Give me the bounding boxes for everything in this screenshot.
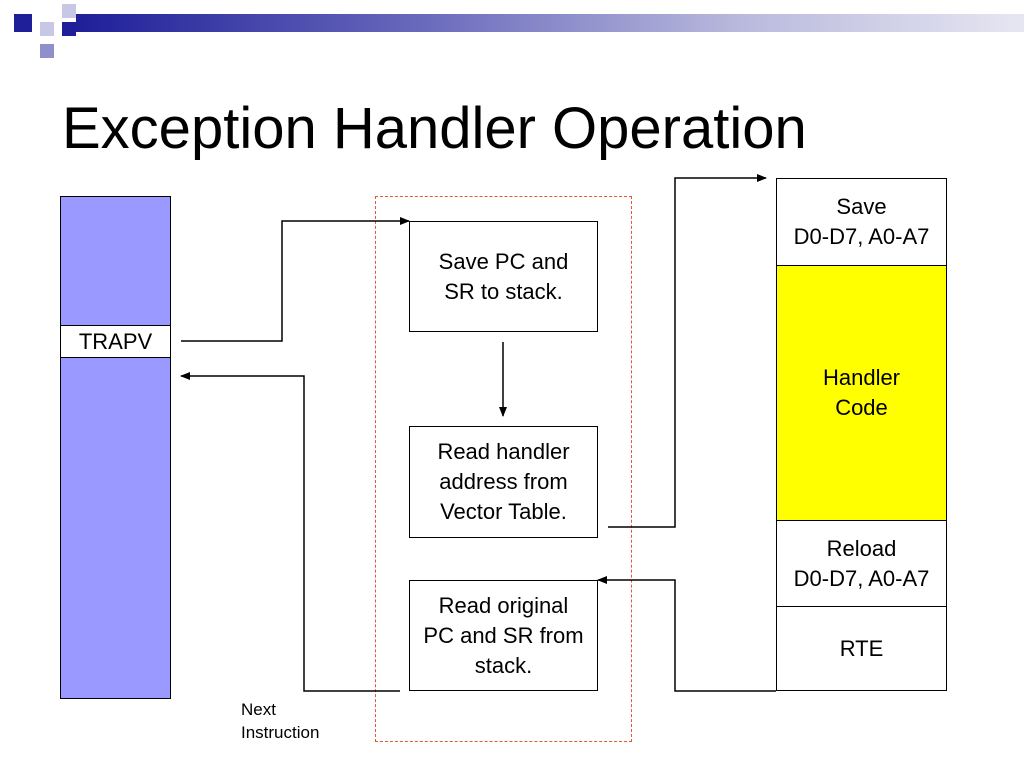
handler-code: Handler Code	[776, 265, 947, 521]
trapv-instruction: TRAPV	[60, 325, 171, 358]
arrow-trapv-to-save	[181, 217, 410, 342]
handler-rte: RTE	[776, 606, 947, 691]
title-gradient-bar	[76, 14, 1024, 32]
logo-square	[62, 22, 76, 36]
arrow-rte-to-restore	[597, 576, 776, 692]
logo-square	[62, 4, 76, 18]
slide-title: Exception Handler Operation	[62, 96, 807, 161]
handler-reload-registers: Reload D0-D7, A0-A7	[776, 520, 947, 607]
step-read-original-pc-sr: Read original PC and SR from stack.	[409, 580, 598, 691]
handler-save-registers: Save D0-D7, A0-A7	[776, 178, 947, 266]
arrow-restore-to-next-instruction	[180, 372, 400, 692]
arrow-vector-to-handler	[608, 174, 767, 528]
logo-square	[14, 14, 32, 32]
cpu-steps-outline	[375, 196, 632, 742]
logo-square	[40, 22, 54, 36]
memory-column	[60, 196, 171, 699]
next-instruction-note: Next Instruction	[241, 700, 320, 742]
logo-square	[40, 44, 54, 58]
step-save-pc-sr: Save PC and SR to stack.	[409, 221, 598, 332]
step-read-handler-address: Read handler address from Vector Table.	[409, 426, 598, 538]
